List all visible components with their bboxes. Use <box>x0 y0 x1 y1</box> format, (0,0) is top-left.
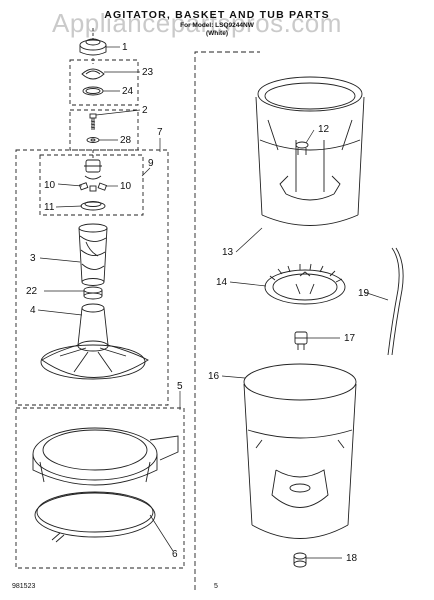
callout-7: 7 <box>157 127 163 138</box>
callout-13: 13 <box>222 247 234 258</box>
part-10-agitator-dogs <box>78 182 108 192</box>
part-28-washer <box>86 137 100 143</box>
part-4-agitator-base <box>40 303 149 380</box>
part-11-cam-cup <box>80 201 106 211</box>
callout-14: 14 <box>216 277 228 288</box>
document-code: 981523 <box>12 583 36 590</box>
callout-17: 17 <box>344 333 356 344</box>
callout-10-left: 10 <box>44 180 56 191</box>
page-number: 5 <box>214 583 218 590</box>
callout-23: 23 <box>142 67 154 78</box>
part-16-outer-tub <box>243 363 357 539</box>
part-17-spin-nut <box>294 331 308 350</box>
group-box-23 <box>69 59 139 106</box>
callout-19: 19 <box>358 288 370 299</box>
callout-1: 1 <box>122 42 128 53</box>
callout-5: 5 <box>177 381 183 392</box>
part-23-cap-insert <box>81 68 105 80</box>
group-box-9 <box>39 154 144 216</box>
callout-18: 18 <box>346 553 358 564</box>
callout-11: 11 <box>44 202 55 213</box>
callout-6: 6 <box>172 549 178 560</box>
callout-4: 4 <box>30 305 36 316</box>
callout-24: 24 <box>122 86 134 97</box>
part-6-clamp-band <box>34 491 156 543</box>
part-9-drive-cam <box>84 159 102 180</box>
part-1-agitator-cap <box>79 38 107 56</box>
group-box-5 <box>15 407 185 569</box>
callout-leaders <box>37 46 389 559</box>
part-22-bushing <box>83 286 103 300</box>
callout-28: 28 <box>120 135 132 146</box>
callout-22: 22 <box>26 286 38 297</box>
callout-10-right: 10 <box>120 181 132 192</box>
group-box-7 <box>15 149 169 406</box>
diagram-title: AGITATOR, BASKET AND TUB PARTS <box>104 9 330 21</box>
callout-2: 2 <box>142 105 148 116</box>
part-13-spin-basket <box>255 76 365 226</box>
callout-9: 9 <box>148 158 154 169</box>
part-5-tub-ring <box>32 427 179 486</box>
model-line: For Model: LSQ9244NW <box>180 22 254 29</box>
part-2-bolt <box>89 113 97 130</box>
callout-12: 12 <box>318 124 330 135</box>
part-18-tub-nut <box>293 552 307 568</box>
part-3-auger <box>78 223 108 286</box>
callout-16: 16 <box>208 371 220 382</box>
part-24-seal-ring <box>82 86 104 96</box>
finish-line: (White) <box>205 30 229 37</box>
part-12-hub-nut <box>295 141 309 155</box>
part-19-drain-hose <box>387 247 404 356</box>
assembly-connector-line <box>194 51 260 590</box>
part-14-basket-drive <box>264 263 346 305</box>
callout-3: 3 <box>30 253 36 264</box>
watermark: Appliancepartspros.com <box>52 8 342 38</box>
